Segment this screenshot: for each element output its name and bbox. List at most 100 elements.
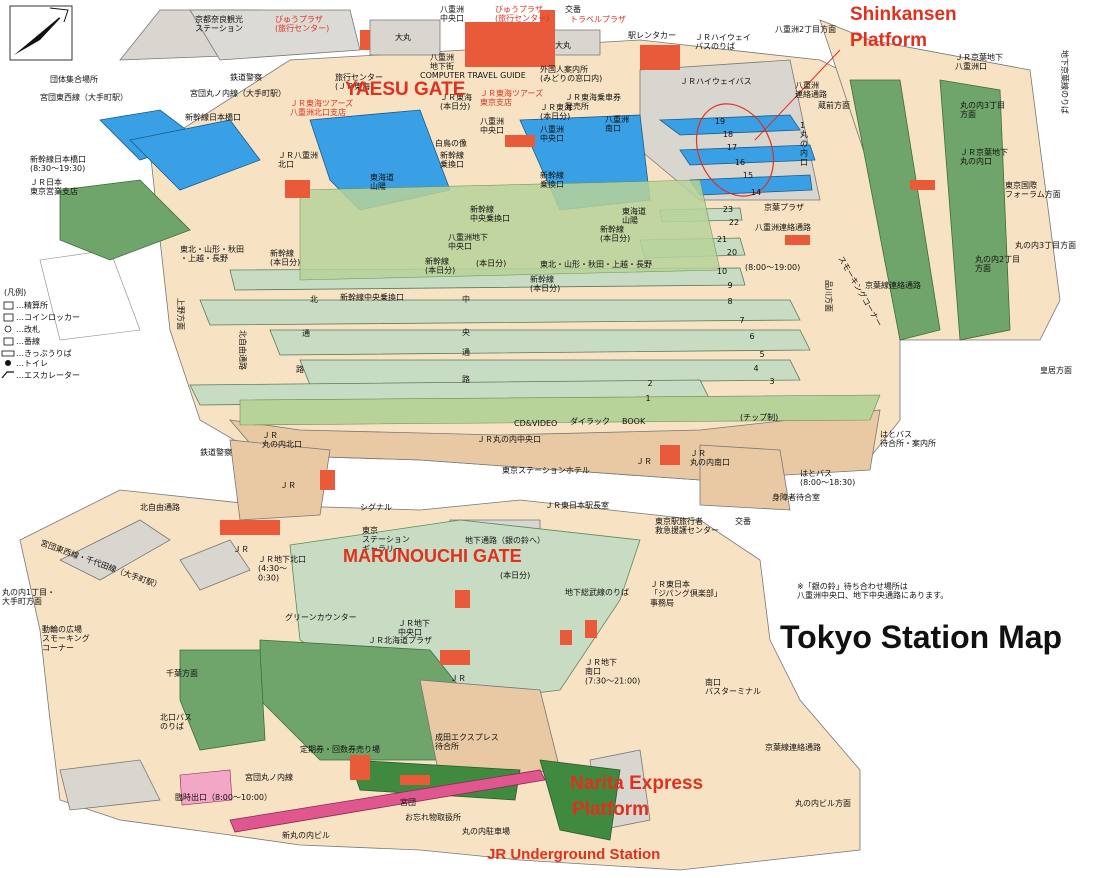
map-label: 路 (462, 374, 470, 384)
map-label: 大丸 (555, 40, 571, 50)
yaesu-gate-label: YAESU GATE (345, 79, 465, 100)
map-label: ＪＲハイウェイバス (680, 77, 752, 86)
map-label: 八重洲地下街 (430, 52, 454, 71)
map-label: 八重洲南口 (605, 114, 629, 133)
map-label: 通 (302, 328, 310, 338)
map-label: 東京ステーションホテル (502, 465, 590, 475)
map-label: 京葉線連絡通路 (765, 742, 821, 752)
map-label: 新幹線(本日分) (530, 274, 560, 293)
shinkansen-platform-label: Shinkansen (850, 4, 957, 25)
map-label: 京葉線連絡通路 (865, 280, 921, 290)
map-label: BOOK (622, 417, 646, 426)
map-label: グリーンカウンター (285, 612, 357, 622)
map-legend: (凡例) …精算所 …コインロッカー …改札 …番線 …きっぷうりば …トイレ … (1, 287, 80, 380)
map-label: 宮団丸ノ内線 (245, 772, 293, 782)
legend-item: …トイレ (16, 359, 48, 368)
legend-ticket-icon (1, 350, 15, 357)
map-label: 千葉方面 (166, 668, 198, 678)
map-label: トラベルプラザ (570, 15, 626, 24)
map-label: ダイラック (570, 416, 610, 426)
legend-item: …コインロッカー (16, 313, 80, 322)
platform-number: 9 (727, 281, 732, 290)
platform-number: 19 (715, 117, 725, 126)
map-label: 丸の内3丁目方面 (960, 100, 1005, 119)
map-label: ＪＲハイウェイバスのりば (695, 33, 751, 51)
map-label: (8:00〜19:00) (745, 263, 800, 272)
platform-number: 15 (743, 171, 753, 180)
map-label: 上野方面 (176, 298, 186, 330)
platform-number: 1 (645, 394, 650, 403)
map-label: 宮団東西線（大手町駅） (40, 92, 128, 102)
underground-areas (59, 79, 1011, 841)
map-label: 南口バスターミナル (705, 677, 761, 696)
map-label: ＪＲ (450, 674, 466, 683)
map-label: 宮団 (400, 797, 416, 807)
map-label: ＪＲ (280, 481, 296, 490)
marunouchi-building (229, 409, 881, 521)
map-label: 八重洲連絡通路 (755, 222, 811, 232)
map-label: ＪＲ東日本「ジパング倶楽部」事務局 (650, 579, 722, 607)
map-label: 八重洲2丁目方面 (775, 24, 836, 34)
map-label: ＪＲ北海道プラザ (368, 635, 432, 645)
jr-underground-label: JR Underground Station (487, 846, 660, 863)
map-label: 東京駅旅行者救急援護センター (655, 516, 719, 535)
platforms (189, 179, 881, 426)
platform-number: 20 (727, 248, 737, 257)
platform-numbers: 19 18 17 16 15 14 23 22 21 20 10 9 8 7 6… (645, 117, 774, 403)
map-label: 大丸 (395, 32, 411, 42)
map-label: 定期券・回数券売り場 (300, 744, 380, 754)
platform-number: 8 (727, 297, 732, 306)
compass-icon (9, 5, 73, 61)
map-label: 八重洲連絡通路 (795, 80, 827, 99)
map-label: 丸の内3丁目方面 (1015, 240, 1076, 250)
platform-number: 21 (717, 235, 727, 244)
map-label: 鉄道警察 (230, 72, 262, 82)
overlay-labels: YAESU GATE MARUNOUCHI GATE Shinkansen Pl… (343, 4, 957, 863)
map-label: (本日分) (500, 570, 530, 580)
map-label: 北 (310, 295, 318, 304)
platform-number: 18 (723, 130, 733, 139)
map-label: 団体集合場所 (50, 74, 98, 84)
map-label: 東京ステーションギャラリー (362, 525, 410, 553)
map-label: ＪＲ日本東京営業支店 (30, 177, 78, 196)
map-label: 央 (462, 327, 470, 337)
map-label: 新幹線中央乗換口 (340, 292, 404, 302)
map-label: シグナル (360, 502, 392, 512)
map-label: 旅行センター(ＪＲ東海) (335, 72, 383, 91)
map-label: 白鳥の像 (435, 138, 467, 148)
map-label: お忘れ物取扱所 (405, 812, 461, 822)
map-label: 外国人案内所(みどりの窓口内) (540, 64, 602, 83)
map-label: 東北・山形・秋田・上越・長野 (540, 259, 652, 269)
legend-item: …きっぷうりば (16, 349, 72, 358)
platform-number: 2 (647, 379, 652, 388)
map-label: 新幹線(本日分) (600, 224, 630, 243)
map-label: 新幹線乗換口 (540, 170, 564, 189)
map-label: 成田エクスプレス待合所 (435, 732, 499, 751)
map-label: 新幹線日本橋口(8:30〜19:30) (30, 154, 86, 173)
map-label: 東海道山陽 (370, 172, 394, 191)
map-label: ＪＲ京葉地下丸の内口 (960, 147, 1008, 166)
map-label: 宮団丸ノ内線（大手町駅） (190, 88, 286, 98)
legend-item: …精算所 (16, 300, 48, 310)
map-label: はとバス待合所・案内所 (880, 430, 936, 448)
map-label: 丸の内駐車場 (462, 826, 510, 836)
legend-item: …番線 (16, 336, 40, 346)
map-label: 丸の内1丁目・大手町方面 (2, 587, 55, 606)
map-label: びゅうプラザ(旅行センター) (275, 15, 329, 33)
map-label: 北口バスのりば (160, 713, 192, 731)
map-label: 地下京葉線のりば (1060, 50, 1070, 114)
legend-locker-icon (3, 313, 14, 322)
map-label: 皇居方面 (1040, 365, 1072, 375)
narita-express-label: Narita Express (570, 773, 703, 794)
map-label: ＪＲ丸の内南口 (690, 449, 730, 467)
legend-toilet-icon (5, 360, 11, 366)
map-label: ＪＲ東海乗車券発売所 (565, 92, 621, 111)
map-label: 北自由通路 (238, 330, 248, 370)
map-label: ＪＲ東海ツアーズ八重洲北口支店 (290, 98, 353, 117)
map-label: 東海道山陽 (622, 206, 646, 225)
map-label: ＪＲ丸の内中央口 (477, 434, 541, 444)
legend-heading: (凡例) (4, 287, 26, 297)
platform-number: 17 (727, 143, 737, 152)
